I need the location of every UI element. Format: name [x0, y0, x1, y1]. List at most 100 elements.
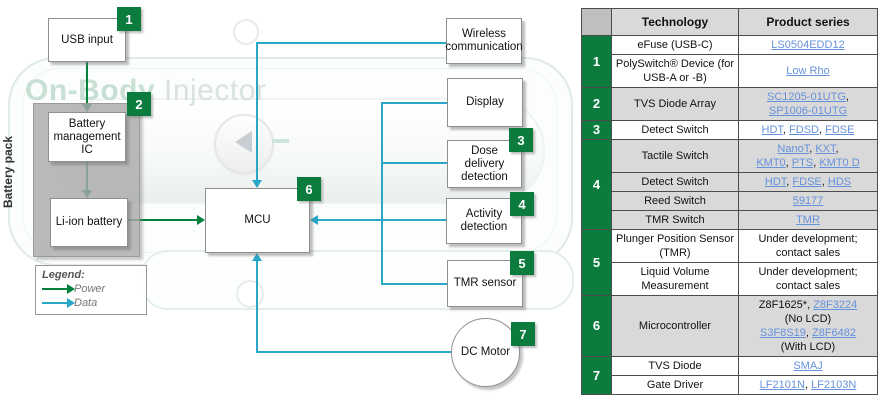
- technology-cell: Reed Switch: [611, 191, 739, 211]
- product-series-cell: HDT, FDSE, HDS: [738, 172, 878, 192]
- product-link[interactable]: SMAJ: [793, 360, 823, 372]
- watermark-title-light: Injector: [155, 74, 267, 107]
- row-number-cell: 6: [581, 295, 612, 357]
- arrowhead-into-mcu-right: [310, 215, 318, 225]
- arrowhead-into-mcu-bottom: [252, 253, 262, 261]
- minus-mark: [272, 139, 289, 143]
- technology-cell: TVS Diode Array: [611, 87, 739, 121]
- product-text: ,: [821, 176, 828, 188]
- product-series-cell: TMR: [738, 210, 878, 230]
- line-dc-motor-horizontal: [257, 351, 453, 353]
- product-series-cell: HDT, FDSD, FDSE: [738, 120, 878, 140]
- technology-cell: Detect Switch: [611, 172, 739, 192]
- table-row: PolySwitch® Device (for USB-A or -B)Low …: [582, 54, 878, 88]
- product-link[interactable]: SP1006-01UTG: [768, 105, 848, 117]
- product-link[interactable]: FDSE: [825, 124, 855, 136]
- product-link[interactable]: LS0504EDD12: [771, 39, 845, 51]
- legend-data-label: Data: [74, 297, 98, 309]
- dc-motor-circle: DC Motor: [451, 318, 520, 387]
- line-sensor-bus: [381, 102, 383, 285]
- row-number-cell: 7: [581, 356, 612, 395]
- technology-cell: Gate Driver: [611, 375, 739, 395]
- arrowhead-into-mcu-left: [197, 215, 205, 225]
- product-link[interactable]: KMT0 D: [819, 157, 860, 169]
- row-number-cell: 5: [581, 229, 612, 296]
- product-link[interactable]: 59177: [792, 195, 824, 207]
- table-header-row: Technology Product series: [581, 8, 878, 36]
- row-number-cell: 3: [581, 120, 612, 140]
- battery-management-ic-box: Battery management IC: [48, 112, 126, 162]
- product-link[interactable]: FDSD: [789, 124, 819, 136]
- product-text: (With LCD): [780, 341, 836, 353]
- product-link[interactable]: HDS: [827, 176, 852, 188]
- technology-header: Technology: [611, 8, 739, 36]
- product-link[interactable]: NanoT: [777, 143, 810, 155]
- line-usb-to-bmi: [86, 62, 88, 104]
- arrowhead-into-mcu-top: [252, 180, 262, 188]
- display-box: Display: [447, 78, 523, 127]
- product-link[interactable]: PTS: [791, 157, 814, 169]
- line-tmr-sensor: [382, 283, 447, 285]
- mcu-box: MCU: [205, 188, 310, 253]
- activity-detection-box: Activity detection: [446, 198, 522, 244]
- product-text: contact sales: [775, 280, 841, 292]
- badge-4: 4: [510, 192, 534, 216]
- product-text: ,: [845, 91, 849, 103]
- power-arrow-icon: [42, 284, 75, 294]
- usb-input-box: USB input: [48, 18, 126, 62]
- line-wireless-horizontal: [257, 42, 446, 44]
- product-link[interactable]: FDSE: [792, 176, 822, 188]
- product-link[interactable]: SC1205-01UTG: [767, 91, 846, 103]
- legend: Legend: Power Data: [35, 265, 147, 315]
- product-link[interactable]: TMR: [796, 214, 820, 226]
- product-series-cell: LS0504EDD12: [738, 35, 878, 55]
- product-link[interactable]: Z8F3224: [813, 299, 858, 311]
- product-text: ,: [835, 143, 839, 155]
- product-link[interactable]: KMT0: [756, 157, 786, 169]
- product-link[interactable]: S3F8S19: [759, 327, 806, 339]
- product-link[interactable]: LF2103N: [811, 379, 857, 391]
- product-series-cell: Under development; contact sales: [738, 262, 878, 296]
- line-activity-detection: [318, 219, 446, 221]
- badge-7: 7: [511, 322, 535, 346]
- product-series-cell: Under development;contact sales: [738, 229, 878, 263]
- product-series-cell: Z8F1625*, Z8F3224(No LCD)S3F8S19, Z8F648…: [738, 295, 878, 357]
- line-display: [382, 102, 447, 104]
- device-hole-top: [233, 19, 259, 45]
- product-text: (No LCD): [784, 313, 832, 325]
- product-link[interactable]: LF2101N: [759, 379, 805, 391]
- product-text: Z8F1625*,: [758, 299, 814, 311]
- product-series-cell: SC1205-01UTG, SP1006-01UTG: [738, 87, 878, 121]
- technology-cell: TVS Diode: [611, 356, 739, 376]
- technology-cell: eFuse (USB-C): [611, 35, 739, 55]
- product-link[interactable]: HDT: [764, 176, 787, 188]
- product-text: Under development;: [758, 266, 858, 278]
- technology-cell: Tactile Switch: [611, 139, 739, 173]
- badge-1: 1: [117, 7, 141, 31]
- product-link[interactable]: HDT: [761, 124, 783, 136]
- product-series-header: Product series: [738, 8, 878, 36]
- battery-pack-label: Battery pack: [1, 135, 15, 209]
- device-hole-bottom: [236, 280, 264, 308]
- badge-2: 2: [127, 92, 151, 116]
- badge-3: 3: [509, 128, 533, 152]
- product-series-cell: 59177: [738, 191, 878, 211]
- product-text: ,: [786, 176, 793, 188]
- li-ion-battery-box: Li-ion battery: [50, 198, 128, 247]
- technology-cell: Plunger Position Sensor (TMR): [611, 229, 739, 263]
- product-link[interactable]: KXT: [815, 143, 836, 155]
- product-link[interactable]: Low Rho: [786, 65, 830, 77]
- data-arrow-icon: [42, 298, 75, 308]
- product-link[interactable]: Z8F6482: [811, 327, 857, 339]
- product-text: Under development;: [758, 233, 858, 245]
